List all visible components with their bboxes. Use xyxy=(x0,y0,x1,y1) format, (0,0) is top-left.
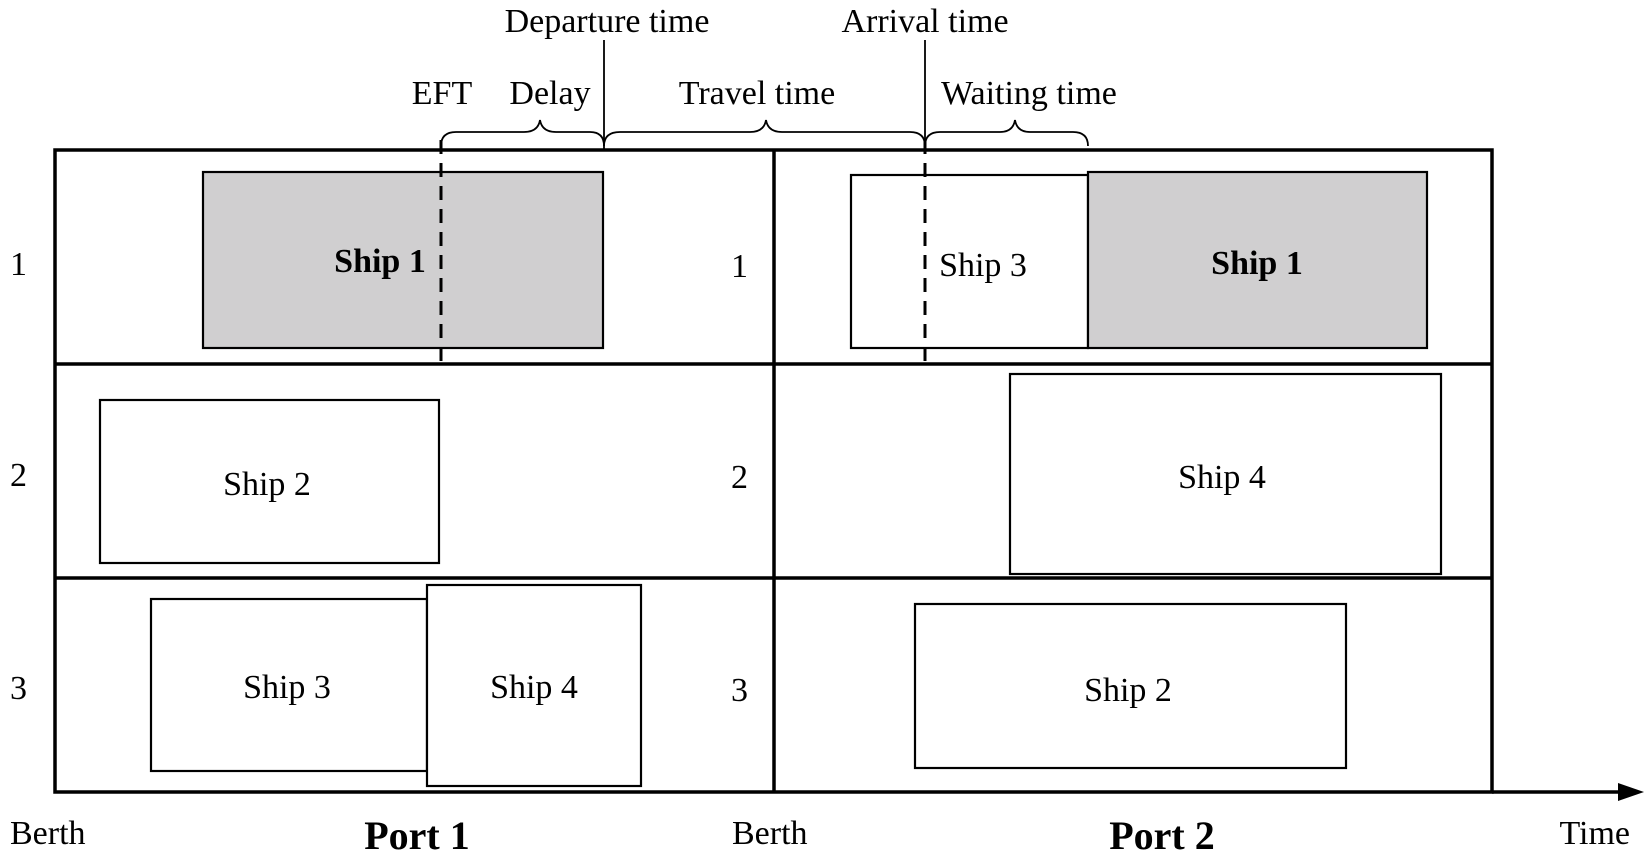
waiting-time-label: Waiting time xyxy=(941,75,1117,112)
p2-ship1-box xyxy=(1086,170,1429,350)
time-axis-arrowhead xyxy=(1618,783,1644,801)
p1-ship1-label: Ship 1 xyxy=(334,243,426,280)
port1-title: Port 1 xyxy=(364,813,470,853)
eft-label: EFT xyxy=(412,75,473,112)
port2-berth-2: 2 xyxy=(731,459,748,496)
p2-ship1-label: Ship 1 xyxy=(1211,245,1303,282)
p1-ship2-label: Ship 2 xyxy=(223,466,311,503)
p1-ship2-box xyxy=(98,398,441,565)
port2-berth-1: 1 xyxy=(731,248,748,285)
p1-ship1-box xyxy=(201,170,605,350)
port1-berth-3: 3 xyxy=(10,670,27,707)
port1-berth-2: 2 xyxy=(10,457,27,494)
p2-ship3-box xyxy=(849,173,1090,350)
p1-ship4-label: Ship 4 xyxy=(490,669,578,706)
port2-title: Port 2 xyxy=(1109,813,1215,853)
delay-label: Delay xyxy=(509,75,590,112)
p2-ship2-box xyxy=(913,602,1348,770)
berth-axis-label-port2: Berth xyxy=(732,815,808,852)
time-axis-label: Time xyxy=(1559,815,1630,852)
p2-ship4-label: Ship 4 xyxy=(1178,459,1266,496)
travel-time-brace xyxy=(603,119,926,147)
port2-berth-3: 3 xyxy=(731,672,748,709)
p2-ship3-label: Ship 3 xyxy=(939,247,1027,284)
waiting-time-brace xyxy=(924,119,1089,147)
departure-time-label: Departure time xyxy=(505,3,710,40)
port1-berth-1: 1 xyxy=(10,246,27,283)
arrival-time-label: Arrival time xyxy=(841,3,1008,40)
p1-ship4-box xyxy=(425,583,643,788)
p1-ship3-label: Ship 3 xyxy=(243,669,331,706)
p2-ship2-label: Ship 2 xyxy=(1084,672,1172,709)
travel-time-label: Travel time xyxy=(679,75,835,112)
p2-ship4-box xyxy=(1008,372,1443,576)
delay-brace xyxy=(440,119,605,147)
berth-axis-label-port1: Berth xyxy=(10,815,86,852)
